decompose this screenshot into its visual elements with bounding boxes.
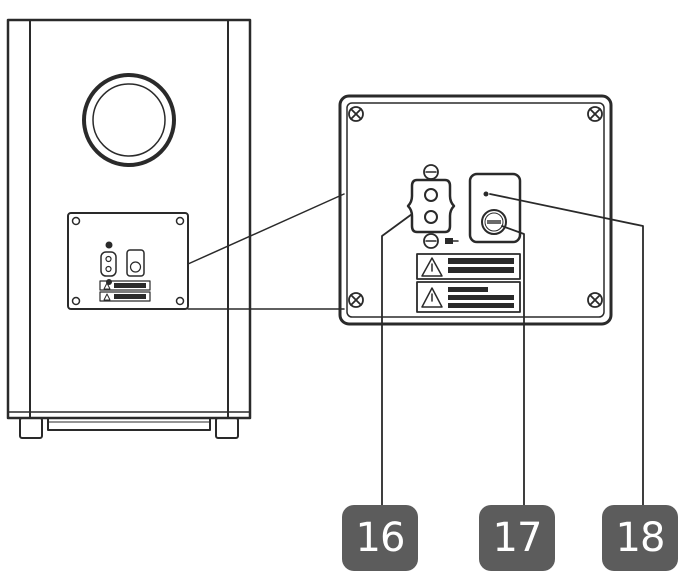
- callout-badge-16: 16: [342, 505, 418, 571]
- warning-labels: [416, 253, 521, 313]
- indicator-light: [483, 191, 489, 197]
- reset-button: [481, 209, 507, 235]
- screw-icon: [348, 106, 603, 308]
- bass-port: [82, 73, 176, 167]
- zoom-lines: [187, 193, 345, 310]
- callout-leader-lines: [381, 193, 644, 509]
- callout-badge-17: 17: [479, 505, 555, 571]
- enlarged-rear-panel: [338, 94, 613, 326]
- cabinet-feet: [19, 417, 239, 439]
- reset-button-housing: [468, 172, 522, 244]
- speaker-cabinet: [6, 18, 252, 439]
- warning-triangle-icon: [421, 257, 443, 308]
- power-socket-icon: [406, 164, 459, 249]
- callout-badge-18: 18: [602, 505, 678, 571]
- cabinet-rear-panel-small: [67, 212, 189, 310]
